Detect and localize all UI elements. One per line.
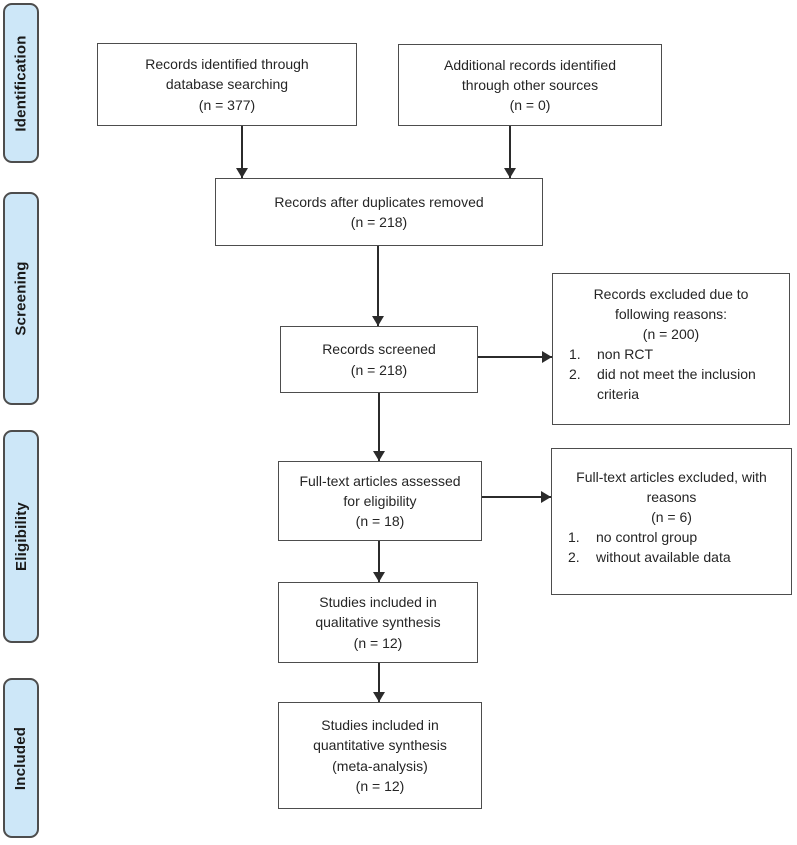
box-records-screened: Records screened (n = 218) — [280, 326, 478, 393]
arrow-right-screened-to-excluded — [478, 356, 552, 358]
arrow-right-fulltext-to-excluded — [482, 496, 551, 498]
box-text-line: Records after duplicates removed — [274, 193, 484, 210]
box-count: (n = 12) — [355, 777, 405, 794]
arrow-down-identified-to-duplicates — [241, 126, 243, 178]
box-text-line: database searching — [165, 76, 289, 93]
box-text-line: following reasons: — [614, 306, 728, 323]
box-text-line: reasons — [646, 489, 697, 506]
excluded-reason-item: 2. did not meet the inclusion criteria — [559, 364, 783, 404]
list-number: 1. — [569, 346, 581, 363]
list-number: 2. — [569, 366, 581, 383]
box-text-line: qualitative synthesis — [315, 614, 441, 631]
stage-included-label: Included — [12, 726, 30, 790]
excluded-reason-item: 1. no control group — [558, 527, 785, 547]
box-text-line: Studies included in — [321, 717, 439, 734]
box-after-duplicates: Records after duplicates removed (n = 21… — [215, 178, 543, 246]
box-count: (n = 377) — [198, 96, 256, 113]
arrow-down-screened-to-fulltext — [378, 393, 380, 461]
excluded-reason-item: 1. non RCT — [559, 344, 783, 364]
stage-identification-label: Identification — [12, 34, 30, 132]
box-qualitative-synthesis: Studies included in qualitative synthesi… — [278, 582, 478, 663]
list-text: did not meet the inclusion criteria — [597, 366, 756, 403]
arrow-down-duplicates-to-screened — [377, 246, 379, 326]
box-text-line: Records screened — [322, 341, 436, 358]
box-records-identified: Records identified through database sear… — [97, 43, 357, 126]
box-text-line: Additional records identified — [444, 56, 616, 73]
box-text-line: Studies included in — [319, 594, 437, 611]
box-fulltext-excluded: Full-text articles excluded, with reason… — [551, 448, 792, 595]
stage-screening-label: Screening — [12, 261, 30, 336]
box-count: (n = 6) — [651, 509, 692, 526]
box-count: (n = 218) — [350, 361, 408, 378]
box-additional-records: Additional records identified through ot… — [398, 44, 662, 126]
box-text-line: quantitative synthesis — [313, 737, 447, 754]
box-quantitative-synthesis: Studies included in quantitative synthes… — [278, 702, 482, 809]
arrow-down-fulltext-to-qualitative — [378, 541, 380, 582]
list-text: non RCT — [597, 346, 654, 363]
stage-eligibility: Eligibility — [3, 430, 39, 643]
box-text-line: through other sources — [461, 76, 599, 93]
list-text: without available data — [596, 549, 731, 566]
stage-identification: Identification — [3, 3, 39, 163]
excluded-reason-item: 2. without available data — [558, 547, 785, 567]
box-fulltext-assessed: Full-text articles assessed for eligibil… — [278, 461, 482, 541]
box-count: (n = 18) — [355, 513, 405, 529]
box-text-line: (meta-analysis) — [332, 757, 428, 774]
arrow-down-qualitative-to-quantitative — [378, 663, 380, 702]
box-count: (n = 218) — [350, 214, 408, 230]
box-count: (n = 0) — [509, 97, 551, 113]
list-number: 1. — [568, 529, 580, 546]
box-text-line: Full-text articles excluded, with — [576, 469, 767, 485]
stage-included: Included — [3, 678, 39, 838]
box-text-line: Records identified through — [145, 56, 309, 73]
box-text-line: Full-text articles assessed — [299, 472, 461, 489]
box-text-line: Records excluded due to — [593, 286, 749, 302]
box-count: (n = 12) — [353, 634, 403, 651]
box-count: (n = 200) — [642, 326, 700, 343]
arrow-down-additional-to-duplicates — [509, 126, 511, 178]
stage-screening: Screening — [3, 192, 39, 405]
box-records-excluded: Records excluded due to following reason… — [552, 273, 790, 425]
box-text-line: for eligibility — [343, 492, 417, 509]
list-text: no control group — [596, 529, 698, 546]
stage-eligibility-label: Eligibility — [12, 502, 30, 571]
list-number: 2. — [568, 549, 580, 566]
